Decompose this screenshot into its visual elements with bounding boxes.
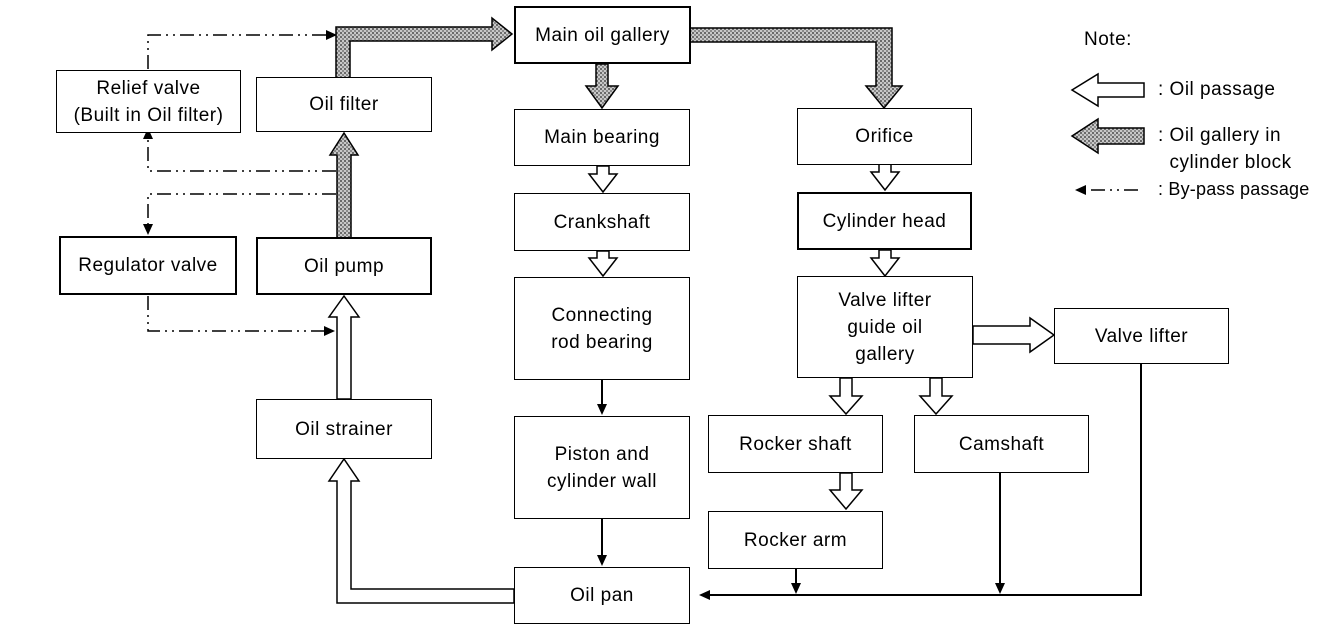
arrowhead-conrod-to-piston	[597, 404, 607, 415]
passage-arrow-guide-to-valve-lifter	[972, 316, 1056, 354]
oil-strainer-label: Oil strainer	[295, 418, 393, 440]
oil-pan-label: Oil pan	[570, 585, 634, 606]
bypass-lines	[147, 34, 1138, 332]
valve-lifter-label: Valve lifter	[1094, 325, 1189, 347]
rocker-arm-box: Rocker arm	[708, 511, 883, 569]
rocker-shaft-box: Rocker shaft	[708, 415, 883, 473]
regulator-valve-label: Regulator valve	[78, 255, 218, 276]
oil-gallery-passages	[328, 16, 1145, 239]
legend-bypass-arrowhead-icon	[1075, 185, 1086, 195]
oil-filter-box: Oil filter	[256, 77, 432, 132]
oil-passage-arrows	[327, 72, 1145, 604]
arrowhead-return-to-oilpan	[699, 590, 710, 600]
passage-arrow-guide-to-rocker-shaft	[828, 377, 864, 416]
legend-bypass-label: : By-pass passage	[1158, 179, 1310, 199]
relief-valve-box: Relief valve (Built in Oil filter)	[56, 70, 241, 133]
oil-strainer-box: Oil strainer	[256, 399, 432, 459]
main-bearing-label: Main bearing	[544, 127, 660, 148]
legend-gallery-arrow-icon	[1070, 117, 1145, 155]
arrowhead-bypass-to-gallery	[326, 30, 337, 40]
rocker-shaft-label: Rocker shaft	[739, 433, 852, 455]
passage-arrow-guide-to-camshaft	[918, 377, 954, 416]
oil-pump-box: Oil pump	[256, 237, 432, 295]
connecting-rod-bearing-label: Connecting rod bearing	[551, 304, 653, 353]
crankshaft-label: Crankshaft	[553, 211, 651, 233]
passage-arrow-main-bearing-to-crankshaft	[587, 165, 619, 194]
bypass-arrowheads	[143, 30, 1086, 336]
legend-oil-passage-label: : Oil passage	[1158, 79, 1276, 100]
arrowhead-bypass-to-regulator	[143, 224, 153, 235]
arrowhead-piston-to-oilpan	[597, 555, 607, 566]
valve-lifter-guide-box: Valve lifter guide oil gallery	[797, 276, 973, 378]
crankshaft-box: Crankshaft	[514, 193, 690, 251]
connecting-rod-bearing-box: Connecting rod bearing	[514, 277, 690, 380]
return-arrowheads	[597, 404, 1005, 600]
passage-arrow-crankshaft-to-conrod	[587, 250, 619, 278]
cylinder-head-label: Cylinder head	[822, 210, 947, 232]
legend-oil-gallery-label: : Oil gallery in cylinder block	[1158, 125, 1292, 173]
orifice-box: Orifice	[797, 108, 972, 165]
oil-pan-box: Oil pan	[514, 567, 690, 624]
arrowhead-bypass-to-pump-inlet	[324, 326, 335, 336]
rocker-arm-label: Rocker arm	[743, 529, 848, 551]
relief-valve-label: Relief valve (Built in Oil filter)	[73, 77, 224, 126]
oil-filter-label: Oil filter	[309, 94, 379, 115]
arrowhead-bypass-to-relief-valve	[143, 128, 153, 139]
passage-arrow-orifice-to-cylinder-head	[869, 163, 901, 192]
main-oil-gallery-label: Main oil gallery	[535, 24, 670, 46]
orifice-label: Orifice	[855, 126, 914, 147]
gallery-arrow-filter-to-main-gallery	[335, 16, 514, 79]
camshaft-label: Camshaft	[958, 433, 1045, 455]
gallery-arrow-pump-to-filter	[328, 131, 360, 239]
arrowhead-camshaft-return	[995, 583, 1005, 594]
piston-cylinder-wall-box: Piston and cylinder wall	[514, 416, 690, 519]
legend-title: Note:	[1084, 29, 1132, 50]
arrowhead-rocker-arm-return	[791, 583, 801, 594]
gallery-arrow-main-gallery-to-orifice	[689, 27, 904, 110]
camshaft-box: Camshaft	[914, 415, 1089, 473]
main-oil-gallery-box: Main oil gallery	[514, 6, 691, 64]
regulator-valve-box: Regulator valve	[59, 236, 237, 295]
oil-pump-label: Oil pump	[303, 255, 385, 277]
passage-arrow-strainer-to-pump	[327, 294, 361, 400]
passage-arrow-rocker-shaft-to-rocker-arm	[828, 472, 864, 511]
valve-lifter-box: Valve lifter	[1054, 308, 1229, 364]
valve-lifter-guide-label: Valve lifter guide oil gallery	[838, 289, 932, 365]
passage-arrow-oilpan-to-strainer	[327, 457, 515, 604]
piston-cylinder-wall-label: Piston and cylinder wall	[547, 443, 657, 492]
return-lines	[601, 364, 1142, 596]
gallery-arrow-main-gallery-to-main-bearing	[584, 63, 620, 110]
legend-passage-arrow-icon	[1070, 72, 1145, 108]
cylinder-head-box: Cylinder head	[797, 192, 972, 250]
passage-arrow-cylinder-head-to-valve-lifter-guide	[869, 249, 901, 278]
main-bearing-box: Main bearing	[514, 109, 690, 166]
